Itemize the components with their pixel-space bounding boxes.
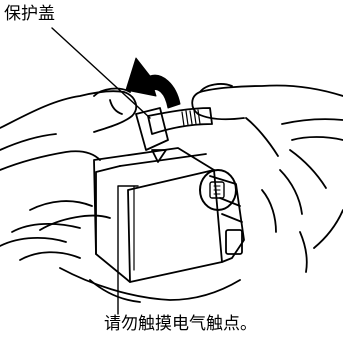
electrical-contacts [199, 169, 237, 211]
right-hand [191, 83, 343, 273]
ink-cartridge [93, 147, 245, 283]
curved-arrow-icon [125, 57, 181, 109]
left-hand [0, 87, 241, 303]
protective-cap-label: 保护盖 [4, 4, 55, 24]
protective-cap [135, 107, 213, 151]
do-not-touch-contacts-label: 请勿触摸电气触点。 [104, 314, 257, 334]
contacts-leader-line [117, 185, 139, 315]
cap-leader-line [51, 27, 151, 119]
